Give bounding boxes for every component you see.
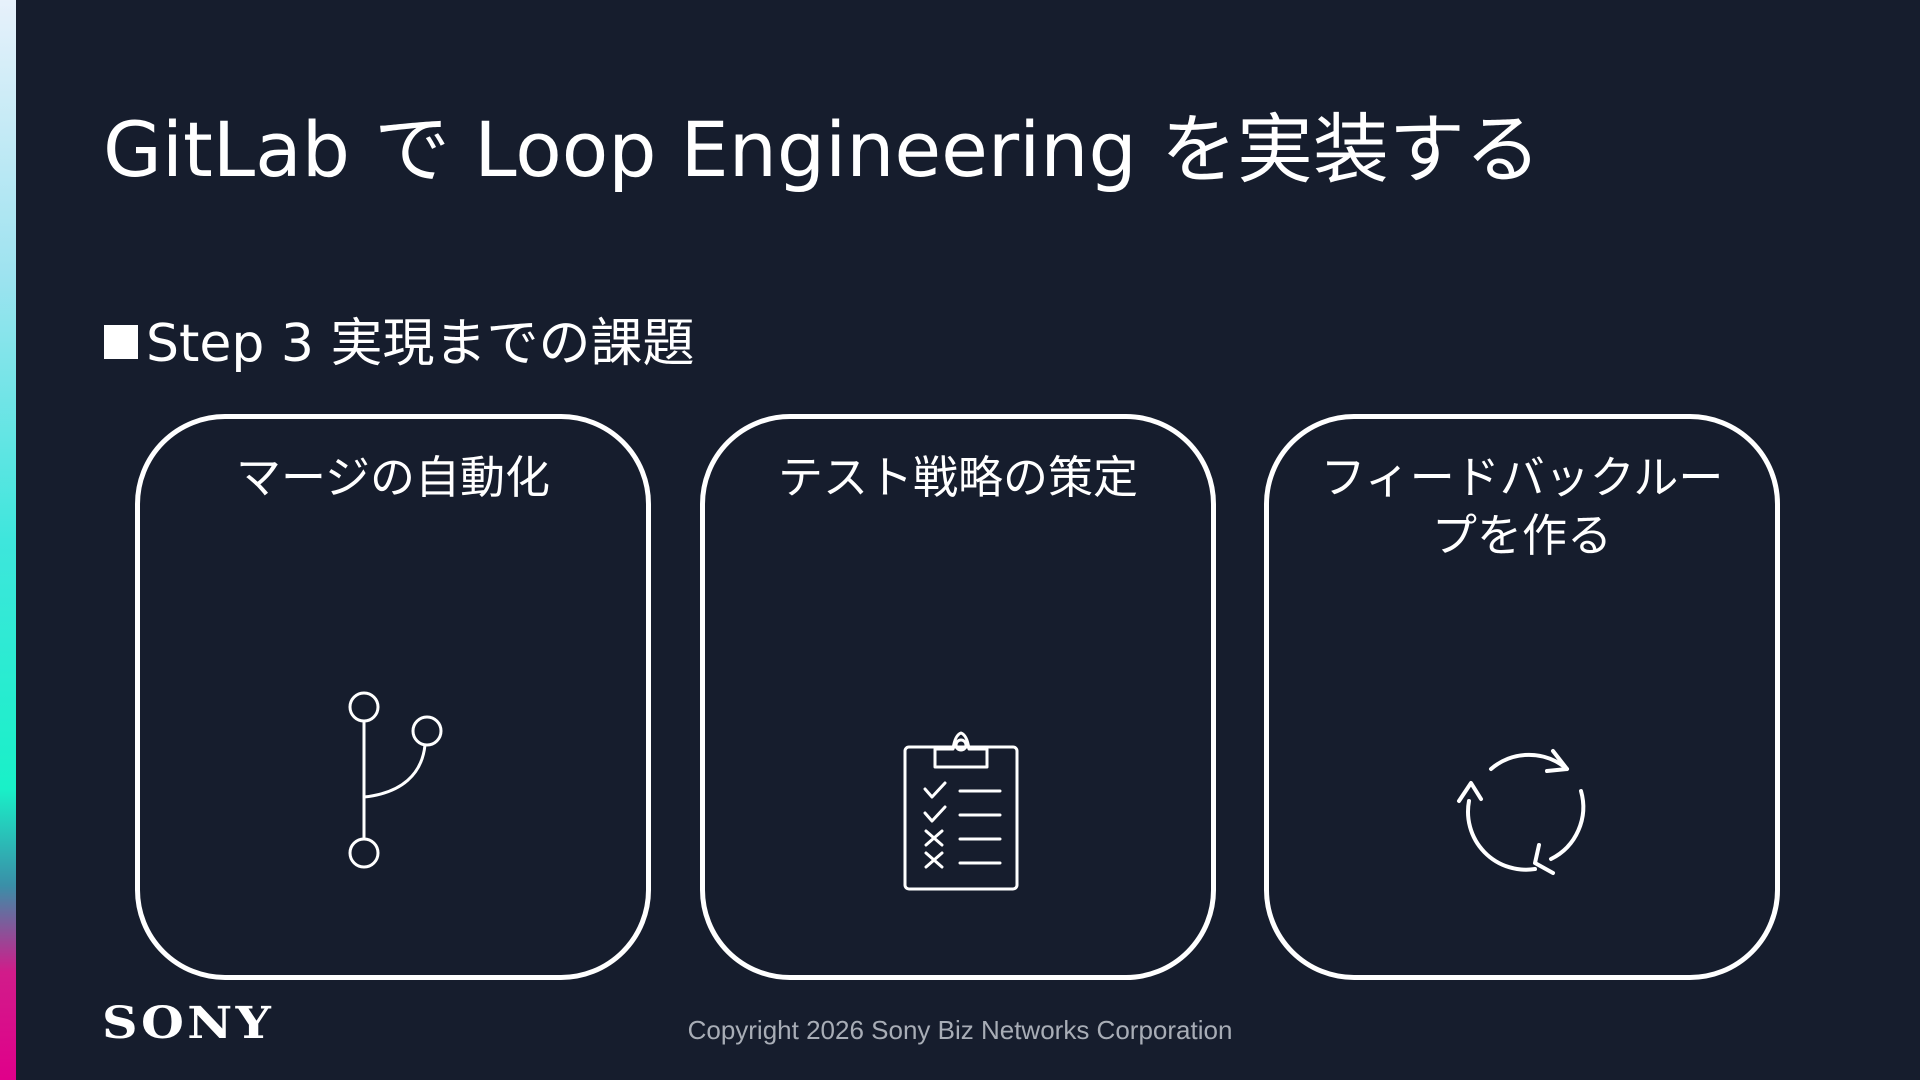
accent-gradient-bar xyxy=(0,0,16,1080)
card-title: テスト戦略の策定 xyxy=(777,451,1138,504)
card-merge-automation: マージの自動化 xyxy=(135,414,651,980)
card-title: マージの自動化 xyxy=(235,451,551,504)
copyright-text: Copyright 2026 Sony Biz Networks Corpora… xyxy=(687,1015,1233,1045)
refresh-loop-icon xyxy=(1457,749,1586,875)
card-feedback-loop: フィードバックループを作る xyxy=(1264,414,1780,980)
card-title: フィードバックループを作る xyxy=(1320,451,1724,562)
git-branch-merge-icon xyxy=(348,691,443,869)
clipboard-checklist-icon xyxy=(903,731,1019,891)
slide-title: GitLab で Loop Engineering を実装する xyxy=(103,105,1541,194)
sony-logo: SONY xyxy=(102,998,275,1049)
card-test-strategy: テスト戦略の策定 xyxy=(700,414,1216,980)
square-bullet-icon xyxy=(104,325,138,359)
section-heading-text: Step 3 実現までの課題 xyxy=(146,314,695,374)
section-heading: Step 3 実現までの課題 xyxy=(104,314,695,374)
